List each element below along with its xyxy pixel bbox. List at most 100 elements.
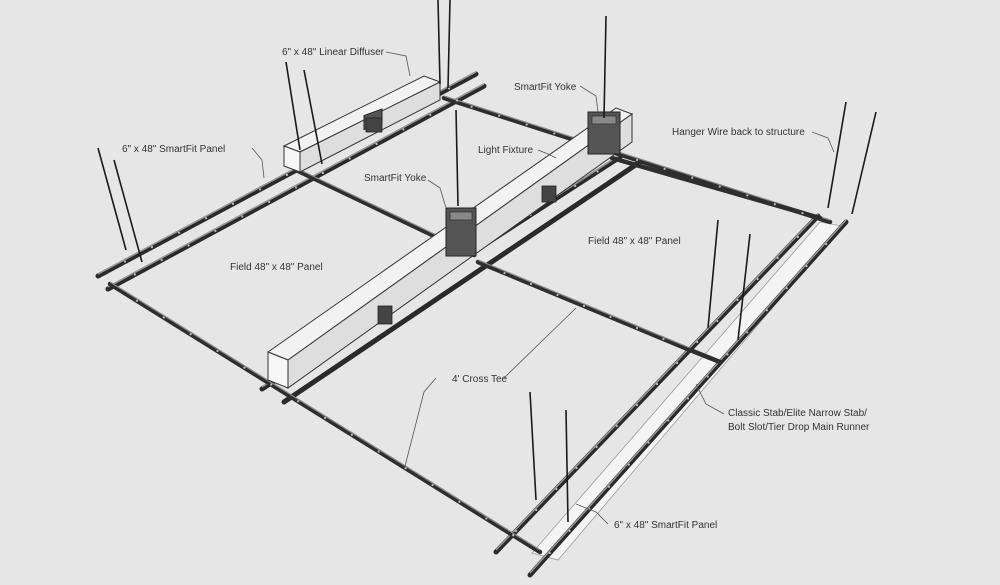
slot-mark <box>736 298 739 302</box>
slot-mark <box>706 375 709 378</box>
slot-mark <box>805 265 808 268</box>
slot-mark <box>582 304 586 308</box>
slot-mark <box>177 231 181 234</box>
label-smartfit-panel-left: 6" x 48" SmartFit Panel <box>122 144 225 155</box>
slot-mark <box>294 186 298 189</box>
slot-mark <box>726 353 729 356</box>
diagram-labels: 6" x 48" Linear Diffuser SmartFit Yoke H… <box>122 47 870 531</box>
slot-mark <box>596 170 599 173</box>
slot-mark <box>323 416 327 420</box>
slot-mark <box>773 203 776 206</box>
slot-mark <box>525 123 528 126</box>
smartfit-panel-strip-right <box>531 221 843 561</box>
slot-mark <box>268 200 271 204</box>
slot-mark <box>258 188 262 191</box>
slot-mark <box>160 258 163 262</box>
slot-mark <box>189 333 192 336</box>
slot-mark <box>375 142 378 146</box>
slot-mark <box>785 287 788 290</box>
slot-mark <box>662 337 665 341</box>
slot-mark <box>133 273 136 276</box>
slot-mark <box>647 441 650 444</box>
slot-mark <box>204 217 208 220</box>
slot-mark <box>746 331 749 334</box>
slot-mark <box>377 450 380 453</box>
slot-mark <box>676 361 679 365</box>
slot-mark <box>627 463 630 466</box>
fixture-clips <box>365 117 557 325</box>
slot-mark <box>667 419 670 422</box>
slot-mark <box>718 185 721 188</box>
label-smartfit-yoke-top: SmartFit Yoke <box>514 82 577 93</box>
label-smartfit-panel-bottom: 6" x 48" SmartFit Panel <box>614 520 717 531</box>
slot-mark <box>765 309 769 312</box>
label-smartfit-yoke-mid: SmartFit Yoke <box>364 173 427 184</box>
slot-mark <box>796 235 799 239</box>
slot-mark <box>429 113 432 117</box>
slot-mark <box>216 349 219 353</box>
slot-mark <box>350 433 353 436</box>
leader-lines <box>251 51 835 525</box>
slot-mark <box>270 383 273 386</box>
slot-mark <box>485 517 488 520</box>
label-cross-tee: 4' Cross Tee <box>452 374 508 385</box>
slot-mark <box>746 194 749 197</box>
slot-mark <box>825 242 828 246</box>
slot-mark <box>529 282 533 286</box>
slot-mark <box>321 171 324 175</box>
slot-mark <box>456 99 459 102</box>
slot-mark <box>231 202 235 205</box>
slot-mark <box>575 466 578 470</box>
slot-mark <box>568 529 571 532</box>
smartfit-yoke-mid <box>445 207 477 257</box>
slot-mark <box>574 184 577 188</box>
slot-mark <box>756 277 759 281</box>
slot-mark <box>776 256 779 260</box>
slot-mark <box>696 340 699 344</box>
slot-mark <box>615 424 618 428</box>
slot-mark <box>635 326 639 330</box>
slot-mark <box>686 397 690 400</box>
cross-tees <box>107 95 833 555</box>
slot-mark <box>691 176 694 179</box>
slot-mark <box>243 366 246 369</box>
slot-mark <box>553 132 556 135</box>
slot-mark <box>285 173 289 177</box>
slot-mark <box>595 445 598 449</box>
slot-mark <box>214 229 217 233</box>
slot-mark <box>404 467 407 470</box>
label-hanger-wire: Hanger Wire back to structure <box>672 127 805 138</box>
slot-mark <box>241 215 244 218</box>
slot-mark <box>431 483 434 487</box>
slot-mark <box>801 212 804 215</box>
slot-mark <box>348 157 351 160</box>
slot-mark <box>548 551 551 555</box>
slot-mark <box>135 299 138 302</box>
smartfit-yoke-top <box>587 111 621 155</box>
slot-mark <box>402 128 405 131</box>
slot-mark <box>470 105 473 108</box>
slot-mark <box>609 315 612 319</box>
slot-mark <box>512 534 515 537</box>
slot-mark <box>123 260 127 263</box>
slot-mark <box>635 403 638 407</box>
hanger-wires <box>97 0 877 523</box>
slot-mark <box>187 244 190 247</box>
slot-mark <box>498 114 501 117</box>
slot-mark <box>162 316 165 319</box>
label-light-fixture: Light Fixture <box>478 145 533 156</box>
slot-mark <box>716 319 719 323</box>
slot-mark <box>607 485 611 488</box>
slot-mark <box>297 400 300 403</box>
slot-mark <box>458 500 461 503</box>
slot-mark <box>535 508 538 512</box>
slot-mark <box>515 529 518 533</box>
slot-mark <box>655 382 659 386</box>
slot-mark <box>556 293 559 297</box>
label-field-panel-left: Field 48" x 48" Panel <box>230 262 323 273</box>
slot-mark <box>555 487 558 491</box>
label-linear-diffuser: 6" x 48" Linear Diffuser <box>282 47 385 58</box>
slot-mark <box>503 271 506 275</box>
